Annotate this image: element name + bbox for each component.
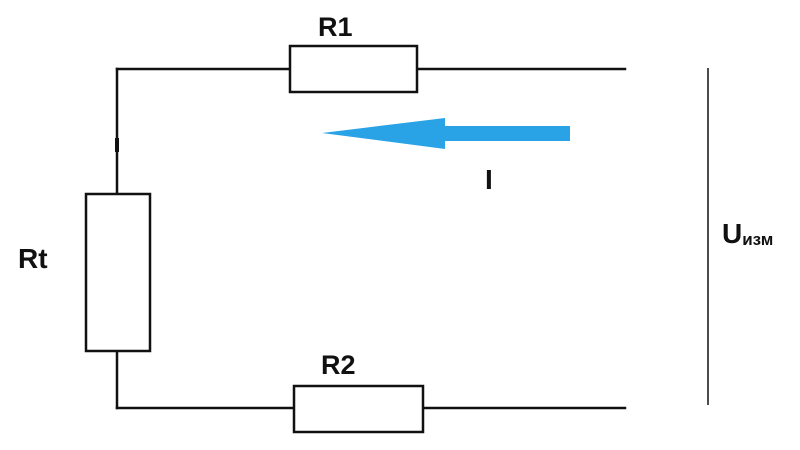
label-rt: Rt bbox=[18, 243, 48, 274]
label-r2: R2 bbox=[321, 350, 356, 380]
label-voltage-sub: изм bbox=[742, 230, 773, 249]
current-arrow bbox=[322, 118, 570, 149]
current-arrow-shaft bbox=[438, 126, 570, 141]
current-arrow-head bbox=[322, 118, 445, 149]
resistor-r2 bbox=[292, 384, 425, 434]
label-current: I bbox=[485, 164, 493, 195]
label-voltage-main: U bbox=[722, 218, 742, 249]
label-r1: R1 bbox=[318, 12, 353, 42]
resistor-rt bbox=[84, 192, 152, 353]
label-voltage: Uизм bbox=[722, 218, 773, 249]
resistor-r1 bbox=[288, 44, 419, 94]
